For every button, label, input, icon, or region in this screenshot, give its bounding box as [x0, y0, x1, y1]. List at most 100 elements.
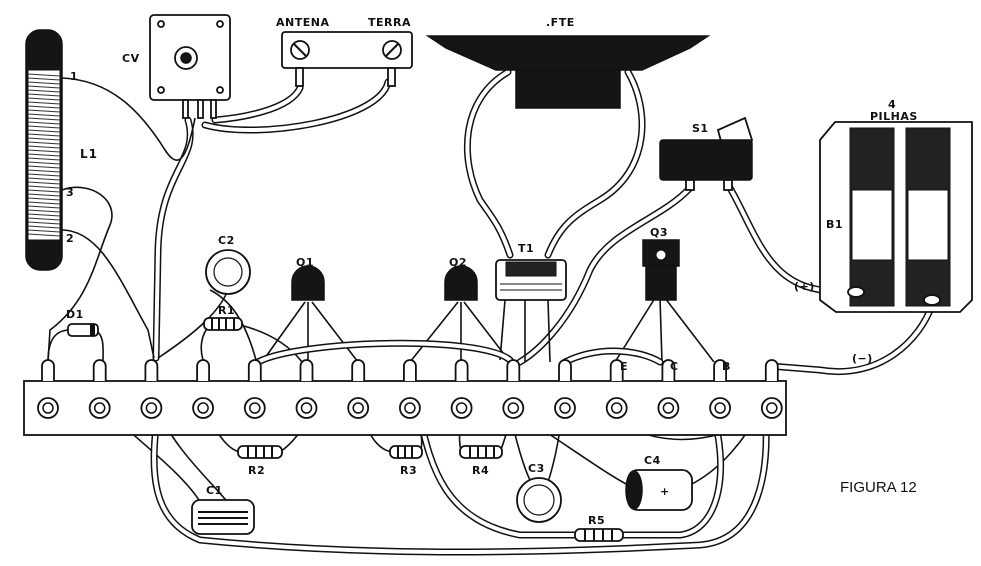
q3-pin-e-label: E — [620, 360, 628, 373]
coil-turn — [27, 201, 61, 205]
q3-pin-b-label: B — [722, 360, 731, 373]
coil-turn — [27, 193, 61, 197]
coil-turn — [27, 229, 61, 233]
antenna-ground-terminal: ANTENA TERRA — [276, 16, 413, 87]
capacitor-c2: C2 — [205, 234, 251, 295]
coil-turn — [27, 205, 61, 209]
terminal-screw-head — [404, 402, 416, 414]
coil-turn — [27, 233, 61, 237]
r5-label: R5 — [588, 514, 605, 527]
switch-s1: S1 — [659, 116, 754, 191]
battery-cell-left-label — [851, 189, 893, 261]
d1-label: D1 — [66, 308, 84, 321]
r1-label: R1 — [218, 304, 235, 317]
cv-label: CV — [122, 52, 140, 65]
r4-label: R4 — [472, 464, 489, 477]
coil-turn — [27, 101, 61, 105]
q2-label: Q2 — [449, 256, 467, 269]
speaker-fte: .FTE — [425, 16, 711, 109]
terminal-screws — [37, 397, 783, 419]
c2-label: C2 — [218, 234, 235, 247]
terminal-strip — [23, 359, 787, 436]
terminal-screw-head — [662, 402, 675, 414]
coil-label: L1 — [80, 147, 98, 161]
coil-turn — [27, 129, 61, 133]
resistor-r5: R5 — [574, 514, 624, 542]
battery-minus-label: (−) — [852, 352, 873, 365]
terminal-lug — [247, 359, 262, 381]
coil-tap-3-label: 3 — [66, 186, 74, 199]
q2-body — [444, 265, 478, 301]
terminal-lug — [92, 359, 107, 381]
coil-tap-1-label: 1 — [70, 70, 78, 83]
terminal-screw-head — [559, 402, 571, 414]
r1-body — [203, 317, 243, 331]
coil-turn — [27, 93, 61, 97]
coil-turn — [27, 117, 61, 121]
terminal-screw-head — [300, 402, 313, 414]
coil-turn — [27, 109, 61, 113]
coil-turn — [27, 213, 61, 217]
coil-turn — [27, 81, 61, 85]
transistor-q2: Q2 — [444, 256, 478, 301]
terminal-lug — [454, 359, 469, 381]
terminal-screw-head — [93, 402, 106, 414]
coil-turn — [27, 161, 61, 165]
coil-turn — [27, 177, 61, 181]
coil-turn — [27, 169, 61, 173]
r3-label: R3 — [400, 464, 417, 477]
coil-turn — [27, 105, 61, 109]
coil-turn — [27, 133, 61, 137]
speaker-magnet — [515, 69, 621, 109]
q3-label: Q3 — [650, 226, 668, 239]
terminal-lug — [558, 359, 572, 381]
terminal-lug — [299, 359, 314, 381]
c4-polarity: + — [660, 485, 670, 498]
c3-label: C3 — [528, 462, 545, 475]
battery-label: B1 — [826, 218, 843, 231]
coil-l1: 1 3 2 L1 — [25, 29, 98, 271]
t1-core — [505, 261, 557, 277]
speaker-frame — [425, 35, 711, 71]
capacitor-c3: C3 — [516, 462, 562, 523]
terminal-screw-head — [42, 402, 54, 414]
terminal-screw-head — [610, 402, 623, 414]
terminal-lug — [506, 359, 521, 381]
terminal-screw-head — [714, 402, 726, 414]
coil-turn — [27, 89, 61, 93]
terminal-lug — [609, 359, 624, 381]
antenna-label: ANTENA — [276, 16, 329, 29]
coil-turn — [27, 137, 61, 141]
terminal-lug — [713, 359, 727, 381]
c4-end — [625, 470, 643, 510]
coil-wire-2 — [61, 229, 155, 359]
terminal-lug — [144, 359, 159, 381]
battery-count: 4 — [888, 98, 896, 111]
antenna-terminal-block — [281, 31, 413, 69]
coil-turn — [27, 225, 61, 229]
coil-turn — [27, 77, 61, 81]
c2-lead-right — [209, 289, 257, 361]
terminal-lug — [661, 359, 676, 381]
battery-negative-wire — [766, 301, 936, 375]
variable-capacitor-cv: CV — [122, 14, 231, 119]
terminal-screw-head — [455, 402, 468, 414]
coil-turn — [27, 185, 61, 189]
battery-cell-right-label — [907, 189, 949, 261]
resistor-r1: R1 — [203, 304, 243, 331]
cv-shaft — [180, 52, 192, 64]
terminal-screw-head — [766, 402, 778, 414]
coil-wire-1 — [61, 77, 196, 161]
r5-body — [574, 528, 624, 542]
t1-label: T1 — [518, 242, 534, 255]
coil-turn — [27, 221, 61, 225]
coil-turn — [27, 141, 61, 145]
terminal-screw-head — [249, 402, 261, 414]
battery-name: PILHAS — [870, 110, 918, 123]
battery-holder-b1: 4 PILHAS B1 (+) (−) — [794, 98, 973, 365]
coil-turn — [27, 125, 61, 129]
terminal-screw-head — [197, 402, 209, 414]
coil-turn — [27, 145, 61, 149]
battery-plus-label: (+) — [794, 280, 815, 293]
